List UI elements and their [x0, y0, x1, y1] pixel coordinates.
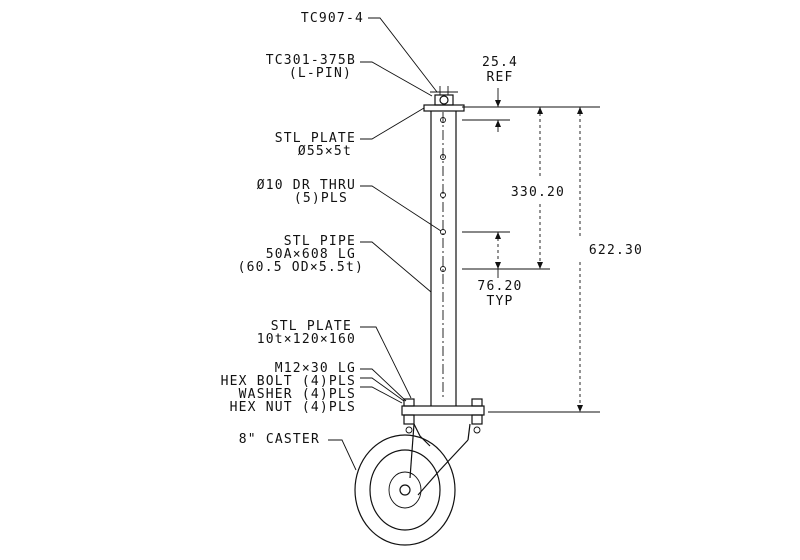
- steel-pipe: [430, 111, 457, 406]
- label-hex-nut: HEX NUT (4)PLS: [230, 400, 356, 415]
- label-pipe-od: (60.5 OD×5.5t): [238, 260, 364, 275]
- top-plate: [423, 104, 465, 112]
- label-drill: Ø10 DR THRU: [257, 178, 356, 193]
- dimension-values: 25.4 REF 330.20 622.30 76.20 TYP: [477, 55, 643, 309]
- label-caster: 8" CASTER: [239, 432, 320, 447]
- caster-wheel: [354, 434, 456, 546]
- dim-overall-value: 622.30: [589, 243, 643, 258]
- assembly-geometry: [354, 86, 485, 546]
- dim-ref-value: 25.4: [482, 55, 518, 70]
- dimension-lines: [462, 88, 600, 413]
- label-drill-qty: (5)PLS: [294, 191, 348, 206]
- drill-holes: [440, 117, 446, 272]
- label-bolt-size: M12×30 LG: [275, 361, 356, 376]
- dim-pitch-value: 330.20: [511, 185, 565, 200]
- label-base-plate-size: 10t×120×160: [257, 332, 356, 347]
- label-hex-bolt: HEX BOLT (4)PLS: [221, 374, 356, 389]
- label-pipe-size: 50A×608 LG: [266, 247, 356, 262]
- dim-typ-value: 76.20: [477, 279, 522, 294]
- label-washer: WASHER (4)PLS: [239, 387, 356, 402]
- base-plate: [401, 398, 485, 434]
- label-top-plate: STL PLATE: [275, 131, 356, 146]
- label-lpin-part: TC301-375B: [266, 53, 356, 68]
- label-pipe: STL PIPE: [284, 234, 356, 249]
- label-tc907: TC907-4: [301, 11, 364, 26]
- label-lpin-name: (L-PIN): [289, 66, 352, 81]
- dim-ref-note: REF: [486, 70, 513, 85]
- label-base-plate: STL PLATE: [271, 319, 352, 334]
- label-top-plate-size: Ø55×5t: [298, 144, 352, 159]
- callout-labels: TC907-4 TC301-375B (L-PIN) STL PLATE Ø55…: [221, 11, 364, 447]
- leader-lines: [328, 17, 442, 471]
- dim-typ-note: TYP: [486, 294, 513, 309]
